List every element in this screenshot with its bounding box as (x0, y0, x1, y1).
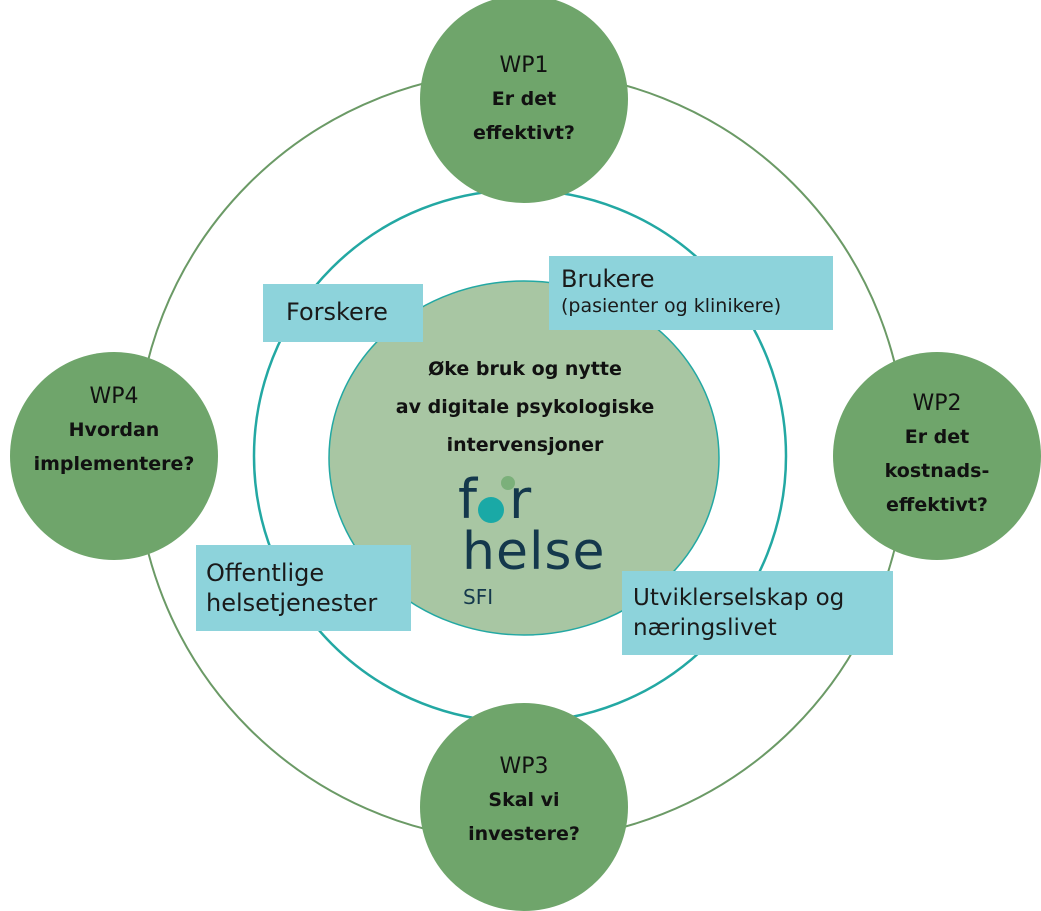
wp1-question-line-1: Er det (491, 88, 557, 110)
wp2-title: WP2 (912, 391, 962, 416)
stakeholder-utvikler-line-1: Utviklerselskap og (633, 585, 845, 611)
wp4-title: WP4 (89, 384, 139, 409)
center-circle (328, 280, 720, 636)
wp3-label: WP3 Skal vi investere? (444, 746, 604, 856)
wp1-label: WP1 Er det effektivt? (444, 30, 604, 170)
logo-sfi: SFI (463, 585, 494, 609)
wp3-title: WP3 (499, 754, 549, 779)
wp3-question-line-2: investere? (468, 823, 580, 845)
wp3-question-line-1: Skal vi (488, 789, 560, 811)
wp1-title: WP1 (499, 53, 549, 78)
wp2-circle (833, 352, 1041, 560)
stakeholder-utvikler-line-2: næringslivet (633, 615, 777, 641)
logo-word-helse: helse (462, 522, 606, 582)
wp1-circle (420, 0, 628, 203)
stakeholder-offentlige: Offentlige helsetjenester (196, 545, 411, 631)
stakeholder-brukere-sublabel: (pasienter og klinikere) (561, 295, 782, 317)
logo-word-for-r: r (509, 468, 532, 531)
wp4-question-line-1: Hvordan (68, 419, 160, 441)
wp2-question-line-3: effektivt? (886, 494, 988, 516)
wp2-question-line-2: kostnads- (884, 460, 990, 482)
wp3-circle (420, 703, 628, 911)
logo-word-for-f: f (458, 468, 478, 531)
wp2-label: WP2 Er det kostnads- effektivt? (852, 370, 1022, 540)
stakeholder-forskere-label: Forskere (286, 298, 388, 326)
wp4-circle (10, 352, 218, 560)
stakeholder-brukere: Brukere (pasienter og klinikere) (549, 256, 833, 330)
center-title-line-2: av digitale psykologiske (395, 396, 655, 418)
wp1-question-line-2: effektivt? (473, 122, 575, 144)
logo-o-teal-dot (478, 497, 504, 523)
center-title: Øke bruk og nytte av digitale psykologis… (330, 350, 720, 464)
stakeholder-brukere-label: Brukere (561, 265, 655, 293)
wp4-question-line-2: implementere? (33, 453, 195, 475)
center-title-line-3: intervensjoner (446, 434, 604, 456)
wp2-question-line-1: Er det (904, 426, 970, 448)
stakeholder-utvikler: Utviklerselskap og næringslivet (622, 571, 893, 655)
stakeholder-offentlige-line-1: Offentlige (206, 559, 325, 587)
stakeholder-offentlige-line-2: helsetjenester (206, 589, 378, 617)
center-title-line-1: Øke bruk og nytte (428, 358, 622, 380)
wp4-label: WP4 Hvordan implementere? (14, 376, 214, 486)
stakeholder-forskere: Forskere (263, 284, 423, 342)
logo-green-dot (501, 476, 515, 490)
